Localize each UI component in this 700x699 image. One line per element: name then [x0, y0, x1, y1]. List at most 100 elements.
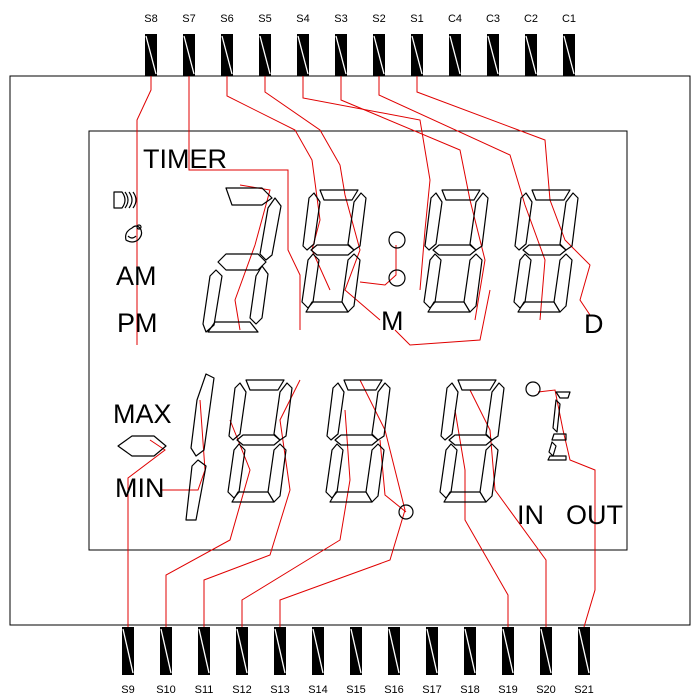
- minute-ones-digit: [513, 189, 579, 313]
- pm-label: PM: [117, 308, 158, 338]
- timer-label: TIMER: [143, 144, 227, 174]
- d-label: D: [584, 309, 604, 339]
- trace-s9: [127, 439, 166, 627]
- top-pin: [373, 34, 385, 76]
- bottom-pin-row: [122, 627, 590, 675]
- top-pin: [183, 34, 195, 76]
- trace-s7: [188, 76, 301, 330]
- celsius-icon: [547, 391, 571, 461]
- lcd-body-outline: [9, 75, 691, 626]
- bottom-pin: [312, 627, 324, 675]
- top-pin: [487, 34, 499, 76]
- trace-s8: [136, 76, 152, 345]
- alarm-bell-icon: [125, 224, 143, 243]
- bottom-pin: [236, 627, 248, 675]
- trace-s6: [226, 76, 331, 291]
- top-pin-label: C2: [524, 13, 538, 25]
- lcd-viewing-area: [88, 130, 628, 551]
- bottom-pin: [388, 627, 400, 675]
- top-pin: [259, 34, 271, 76]
- top-pin-label: S1: [410, 13, 423, 25]
- trace-min: [160, 399, 206, 491]
- top-pin: [563, 34, 575, 76]
- bottom-pin-label: S20: [536, 684, 556, 696]
- top-pin-label: S7: [182, 13, 195, 25]
- top-pin: [525, 34, 537, 76]
- bottom-pin: [464, 627, 476, 675]
- bottom-pin-label: S15: [346, 684, 366, 696]
- hour-tens-digit: [202, 187, 282, 333]
- trace-s20: [469, 389, 547, 627]
- top-pin-label: S3: [334, 13, 347, 25]
- top-pin-labels: S8 S7 S6 S5 S4 S3 S2 S1 C4 C3 C2 C1: [144, 13, 576, 25]
- bottom-pin-label: S17: [422, 684, 442, 696]
- bottom-pin: [350, 627, 362, 675]
- bottom-pin-label: S21: [574, 684, 594, 696]
- trace-s4: [302, 76, 431, 291]
- top-pin-label: C3: [486, 13, 500, 25]
- top-pin: [411, 34, 423, 76]
- bottom-pin: [160, 627, 172, 675]
- bottom-pin-label: S12: [232, 684, 252, 696]
- am-label: AM: [116, 261, 157, 291]
- trace-s1: [416, 76, 591, 316]
- top-pin-label: S8: [144, 13, 157, 25]
- top-pin-label: S4: [296, 13, 309, 25]
- trace-colon: [359, 245, 397, 286]
- trace-s19: [454, 409, 509, 627]
- trace-s21: [537, 389, 596, 628]
- bottom-pin-labels: S9 S10 S11 S12 S13 S14 S15 S16 S17 S18 S…: [121, 684, 594, 696]
- decimal-point-icon: [398, 504, 414, 520]
- top-pin-label: S2: [372, 13, 385, 25]
- bottom-pin-label: S11: [195, 684, 214, 696]
- bottom-pin: [502, 627, 514, 675]
- bottom-pin: [578, 627, 590, 675]
- in-label: IN: [517, 500, 544, 530]
- top-pin: [297, 34, 309, 76]
- minute-tens-digit: [423, 189, 489, 313]
- trace-s10: [165, 419, 251, 627]
- trace-m: [394, 289, 491, 346]
- degree-icon: [525, 381, 541, 397]
- bottom-pin-label: S9: [121, 684, 134, 696]
- signal-icon: [113, 191, 137, 209]
- min-label: MIN: [115, 473, 165, 503]
- trace-s2: [378, 76, 546, 321]
- trace-s12: [241, 409, 351, 627]
- top-pin: [221, 34, 233, 76]
- top-pin-label: C1: [562, 13, 576, 25]
- trace-s13: [279, 379, 406, 627]
- top-pin: [449, 34, 461, 76]
- bottom-pin-label: S14: [308, 684, 328, 696]
- top-pin-row: [145, 34, 575, 76]
- out-label: OUT: [566, 500, 623, 530]
- trace-s11: [203, 379, 301, 627]
- trace-s5: [264, 76, 381, 321]
- colon-icon: [388, 269, 406, 287]
- bottom-pin: [426, 627, 438, 675]
- temp-tens-digit: [227, 379, 293, 503]
- top-pin-label: S6: [220, 13, 233, 25]
- bottom-pin-label: S19: [498, 684, 518, 696]
- bottom-pin: [274, 627, 286, 675]
- bottom-pin-label: S13: [270, 684, 290, 696]
- bottom-pin: [540, 627, 552, 675]
- max-label: MAX: [113, 399, 172, 429]
- m-label: M: [381, 306, 404, 336]
- top-pin-label: S5: [258, 13, 271, 25]
- trace-s3: [340, 76, 486, 321]
- bottom-pin-label: S16: [384, 684, 404, 696]
- bottom-pin: [122, 627, 134, 675]
- top-pin-label: C4: [448, 13, 462, 25]
- top-pin: [335, 34, 347, 76]
- bottom-pin-label: S18: [460, 684, 480, 696]
- colon-icon: [388, 231, 406, 249]
- bottom-pin-label: S10: [156, 684, 176, 696]
- trace-d1: [234, 184, 271, 331]
- hexagon-indicator-icon: [117, 435, 167, 457]
- hundreds-one-segment: [185, 373, 215, 521]
- top-pin: [145, 34, 157, 76]
- hour-ones-digit: [301, 189, 367, 313]
- trace-dot: [379, 439, 407, 513]
